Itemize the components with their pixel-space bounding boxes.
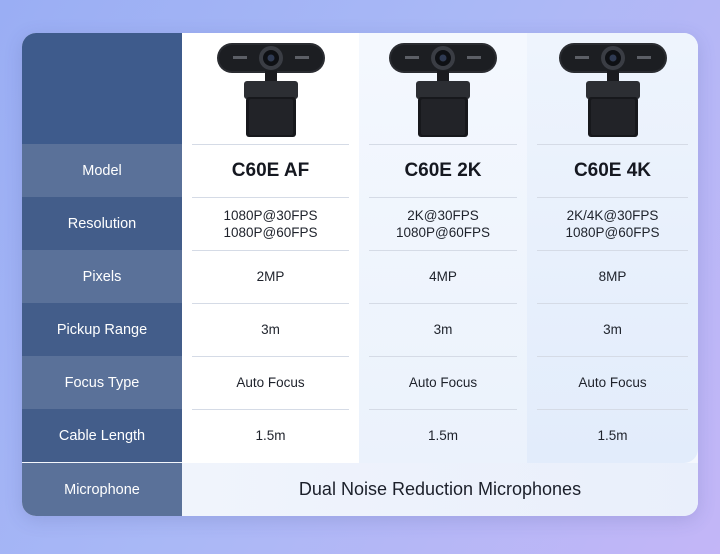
product-2-cable-length: 1.5m xyxy=(427,428,458,443)
label-resolution: Resolution xyxy=(22,197,182,250)
label-focus-type: Focus Type xyxy=(22,356,182,409)
product-1-pixels: 2MP xyxy=(256,269,285,284)
product-2-resolution-line-1: 2K@30FPS xyxy=(407,207,479,223)
microphone-value: Dual Noise Reduction Microphones xyxy=(182,463,698,516)
label-microphone: Microphone xyxy=(22,463,182,516)
product-3-model: C60E 4K xyxy=(573,160,652,181)
product-3-focus-type: Auto Focus xyxy=(578,375,647,390)
product-3-resolution-line-2: 1080P@60FPS xyxy=(565,224,660,240)
product-1-resolution-line-1: 1080P@30FPS xyxy=(223,207,318,223)
comparison-table: Model Resolution Pixels Pickup Range Foc… xyxy=(22,33,698,516)
webcam-image xyxy=(553,41,673,141)
product-1-pickup-range: 3m xyxy=(261,322,280,337)
product-3-resolution-line-1: 2K/4K@30FPS xyxy=(566,207,659,223)
product-2-model: C60E 2K xyxy=(404,160,482,181)
product-3-pickup-range: 3m xyxy=(603,322,622,337)
label-model: Model xyxy=(22,144,182,197)
product-2-pickup-range: 3m xyxy=(433,322,453,337)
product-2-resolution: 2K@30FPS 1080P@60FPS xyxy=(359,197,527,250)
product-1-cable-length: 1.5m xyxy=(255,428,286,443)
label-header-blank xyxy=(22,33,182,144)
product-1-resolution-line-2: 1080P@60FPS xyxy=(223,224,318,240)
product-column-1: C60E AF 1080P@30FPS 1080P@60FPS 2MP 3m A… xyxy=(182,33,359,463)
product-2-resolution-line-2: 1080P@60FPS xyxy=(395,224,490,240)
product-3-resolution: 2K/4K@30FPS 1080P@60FPS xyxy=(527,197,698,250)
webcam-image xyxy=(383,41,503,141)
label-pickup-range: Pickup Range xyxy=(22,303,182,356)
product-column-3: C60E 4K 2K/4K@30FPS 1080P@60FPS 8MP 3m A… xyxy=(527,33,698,463)
product-2-pixels: 4MP xyxy=(429,269,457,284)
product-3-cable-length: 1.5m xyxy=(597,428,628,443)
label-pixels: Pixels xyxy=(22,250,182,303)
label-cable-length: Cable Length xyxy=(22,409,182,462)
product-1-resolution: 1080P@30FPS 1080P@60FPS xyxy=(182,197,359,250)
product-3-pixels: 8MP xyxy=(598,269,627,284)
product-2-focus-type: Auto Focus xyxy=(408,375,478,390)
product-column-2: C60E 2K 2K@30FPS 1080P@60FPS 4MP 3m Auto… xyxy=(359,33,527,463)
product-1-focus-type: Auto Focus xyxy=(236,375,305,390)
product-1-model: C60E AF xyxy=(231,160,310,181)
webcam-image xyxy=(211,41,331,141)
label-column: Model Resolution Pixels Pickup Range Foc… xyxy=(22,33,182,516)
